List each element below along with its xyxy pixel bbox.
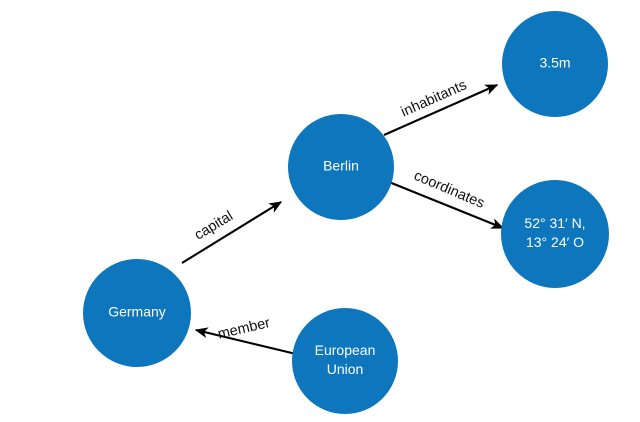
node-label-coordinates-value: 13° 24′ O (526, 234, 584, 250)
edge-member (194, 327, 297, 356)
node-berlin[interactable]: Berlin (288, 114, 394, 220)
node-shape-berlin[interactable] (288, 114, 394, 220)
node-inhabitants-value[interactable]: 3.5m (502, 11, 608, 117)
node-label-european-union: Union (327, 361, 364, 377)
edge-capital (181, 201, 283, 264)
node-coordinates-value[interactable]: 52° 31′ N, 13° 24′ O (501, 180, 609, 288)
node-shape-germany[interactable] (83, 259, 191, 367)
node-label-coordinates-value: 52° 31′ N, (524, 215, 585, 231)
edge-coordinates (388, 181, 505, 229)
edge-label-member: member (216, 315, 272, 343)
node-shape-inhabitants-value[interactable] (502, 11, 608, 117)
node-label-inhabitants-value: 3.5m (539, 55, 570, 71)
node-label-european-union: European (315, 342, 376, 358)
node-germany[interactable]: Germany (83, 259, 191, 367)
edges-layer (181, 84, 505, 356)
node-shape-coordinates-value[interactable] (501, 180, 609, 288)
node-shape-european-union[interactable] (292, 308, 398, 414)
edge-inhabitants (383, 84, 499, 136)
node-label-germany: Germany (108, 304, 166, 320)
edge-label-capital: capital (192, 208, 236, 243)
node-label-berlin: Berlin (323, 158, 359, 174)
